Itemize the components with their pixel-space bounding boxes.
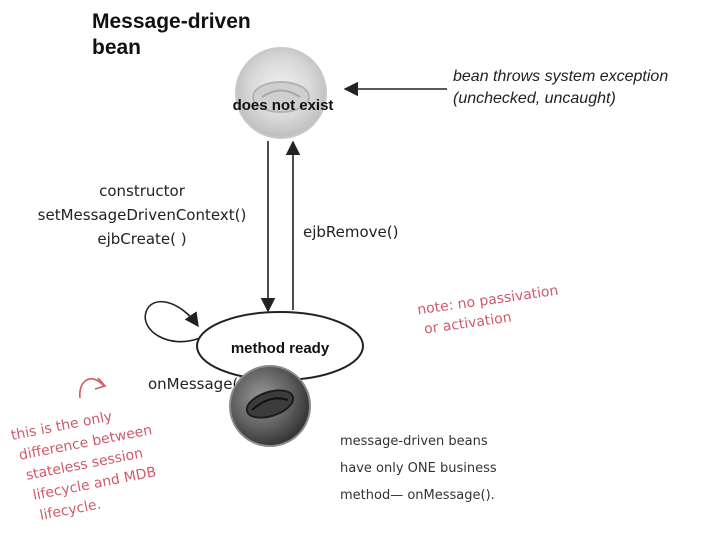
does-not-exist-bean-icon bbox=[235, 47, 327, 139]
diagram-title-line-2: bean bbox=[92, 36, 141, 59]
exception-note-line-1: bean throws system exception bbox=[453, 68, 668, 85]
difference-pointer-arrowhead bbox=[94, 377, 107, 390]
transition-constructor: constructor bbox=[99, 182, 186, 200]
difference-note: this is the only difference between stat… bbox=[10, 409, 158, 524]
transition-on-message: onMessage() bbox=[148, 375, 244, 393]
transition-ejb-create: ejbCreate( ) bbox=[97, 230, 186, 248]
business-note-line-3: method— onMessage(). bbox=[340, 488, 495, 503]
business-method-note: message-driven beans have only ONE busin… bbox=[340, 434, 497, 503]
state-method-ready: method ready bbox=[231, 340, 330, 357]
method-ready-bean-icon bbox=[229, 365, 311, 447]
business-note-line-1: message-driven beans bbox=[340, 434, 488, 449]
passivation-note: note: no passivation or activation bbox=[416, 283, 559, 338]
difference-pointer-arrow bbox=[79, 378, 105, 399]
business-note-line-2: have only ONE business bbox=[340, 461, 497, 476]
state-does-not-exist: does not exist bbox=[233, 97, 334, 114]
diagram-title-line-1: Message-driven bbox=[92, 10, 251, 33]
transition-set-context: setMessageDrivenContext() bbox=[38, 206, 247, 224]
on-message-self-loop-arrow bbox=[144, 301, 201, 343]
exception-note-line-2: (unchecked, uncaught) bbox=[453, 90, 616, 107]
transition-ejb-remove: ejbRemove() bbox=[303, 223, 399, 241]
